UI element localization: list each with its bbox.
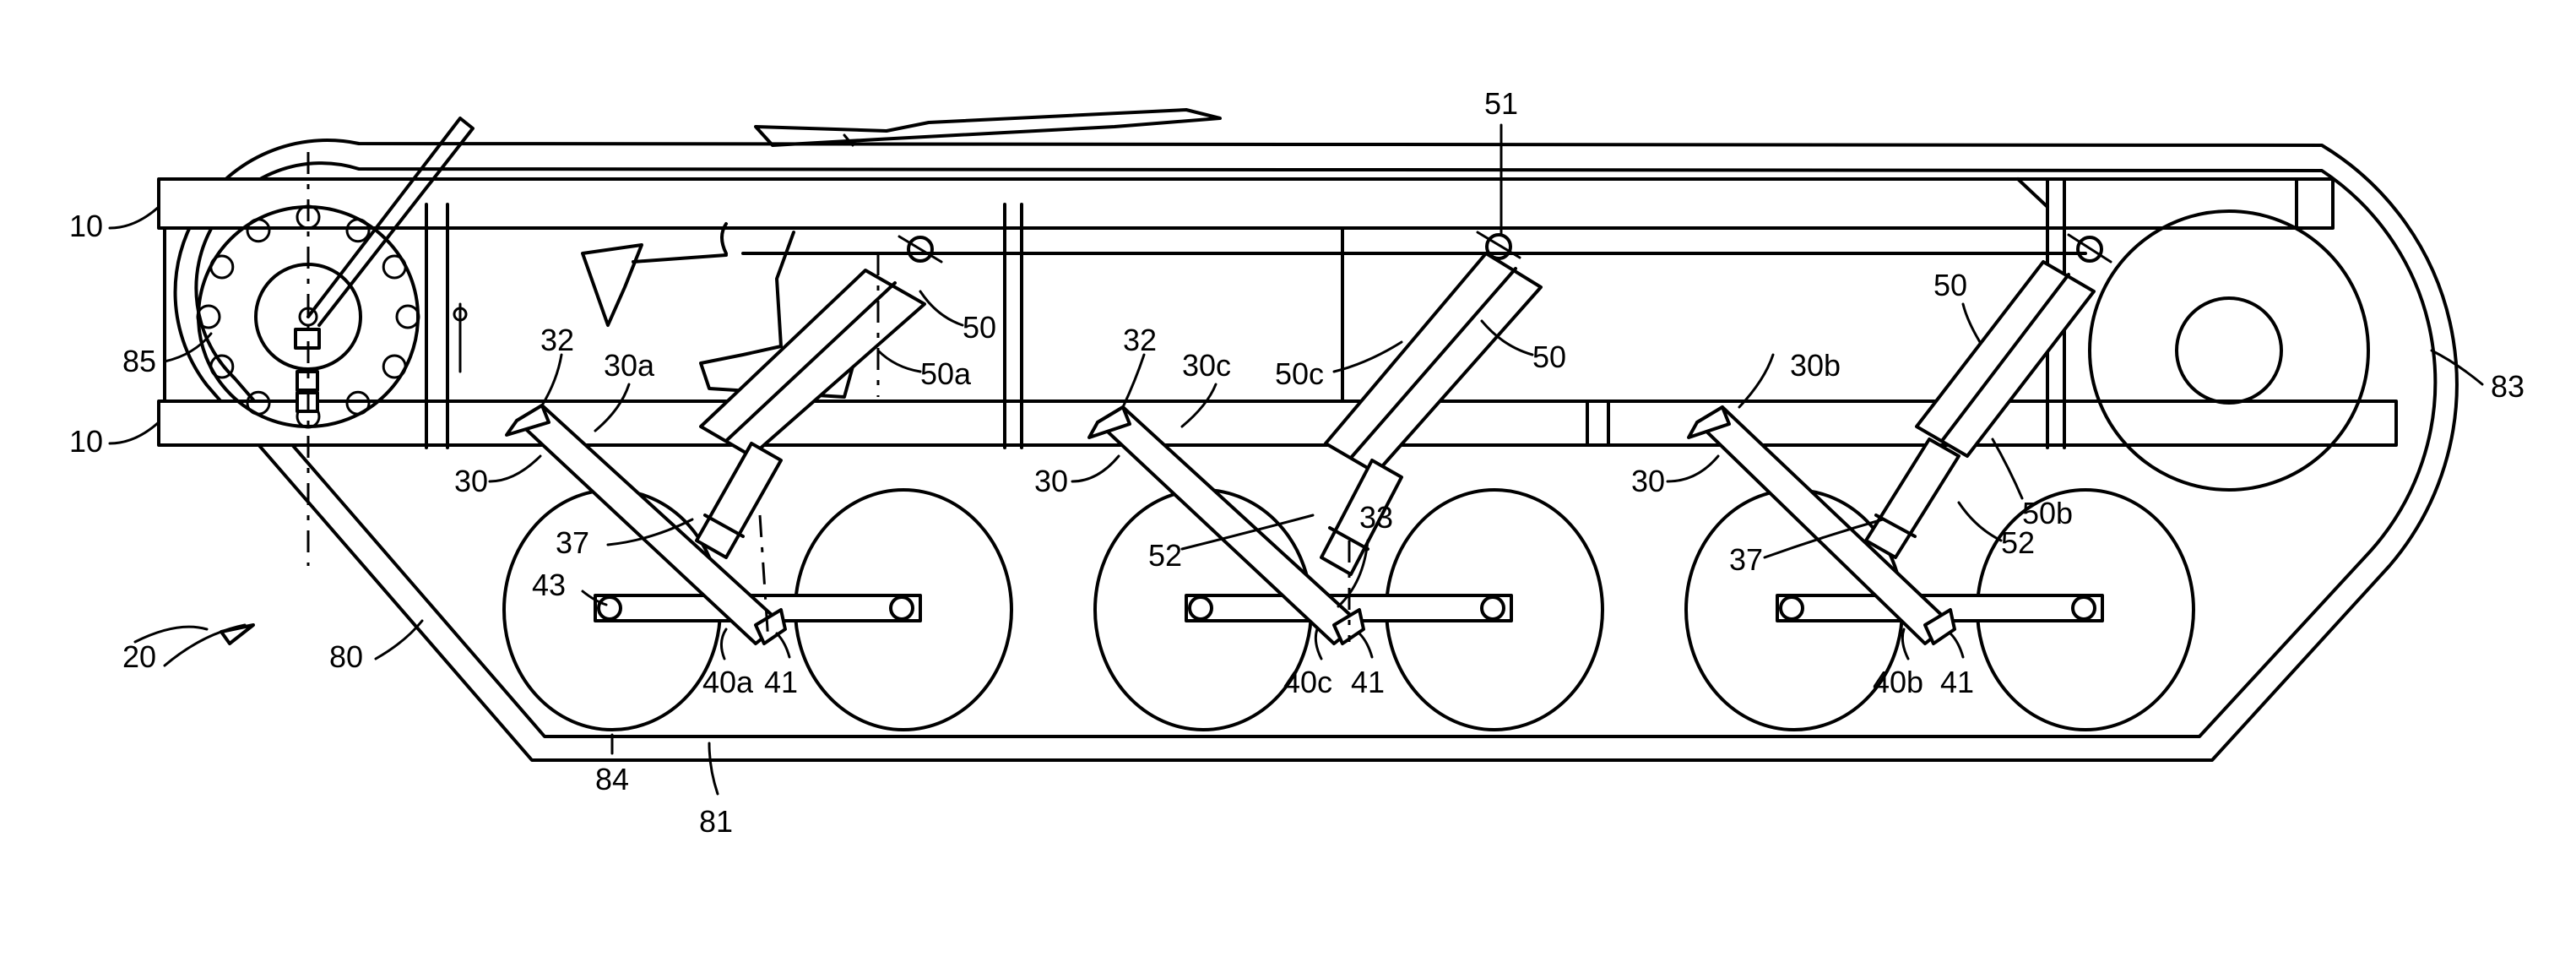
sprocket-tooth xyxy=(397,306,419,328)
label-30b: 30b xyxy=(1790,348,1841,383)
label-50-right: 50 xyxy=(1933,268,1967,302)
label-51: 51 xyxy=(1484,86,1518,121)
label-50-left: 50 xyxy=(963,310,996,345)
idler-wheel-83 xyxy=(2090,211,2368,490)
label-41-right: 41 xyxy=(1940,665,1974,699)
label-37-right: 37 xyxy=(1729,542,1763,577)
label-52-middle: 52 xyxy=(1148,538,1182,573)
label-37-left: 37 xyxy=(556,525,589,560)
label-85: 85 xyxy=(122,344,156,378)
label-30-right: 30 xyxy=(1631,464,1665,498)
label-10-lower: 10 xyxy=(69,424,103,459)
label-50a: 50a xyxy=(920,356,972,391)
label-33: 33 xyxy=(1359,500,1393,535)
label-41-left: 41 xyxy=(764,665,798,699)
label-30c: 30c xyxy=(1182,348,1231,383)
label-50b: 50b xyxy=(2022,496,2073,530)
label-83: 83 xyxy=(2491,369,2524,404)
sprocket-tooth xyxy=(383,256,405,278)
label-32-middle: 32 xyxy=(1123,323,1157,357)
label-32-left: 32 xyxy=(540,323,574,357)
label-50c: 50c xyxy=(1275,356,1324,391)
label-80: 80 xyxy=(329,639,363,674)
label-30-left: 30 xyxy=(454,464,488,498)
label-81: 81 xyxy=(699,804,733,839)
label-43: 43 xyxy=(532,568,566,602)
label-30-middle: 30 xyxy=(1034,464,1068,498)
label-10-upper: 10 xyxy=(69,209,103,243)
label-50-middle: 50 xyxy=(1532,340,1566,374)
label-40a: 40a xyxy=(702,665,754,699)
label-40c: 40c xyxy=(1283,665,1332,699)
label-52-right: 52 xyxy=(2001,525,2035,560)
sprocket-tooth xyxy=(211,256,233,278)
sprocket-tooth xyxy=(383,356,405,378)
label-30a: 30a xyxy=(604,348,655,383)
label-41-middle: 41 xyxy=(1351,665,1385,699)
label-40b: 40b xyxy=(1873,665,1923,699)
label-20: 20 xyxy=(122,639,156,674)
label-84: 84 xyxy=(595,762,629,796)
